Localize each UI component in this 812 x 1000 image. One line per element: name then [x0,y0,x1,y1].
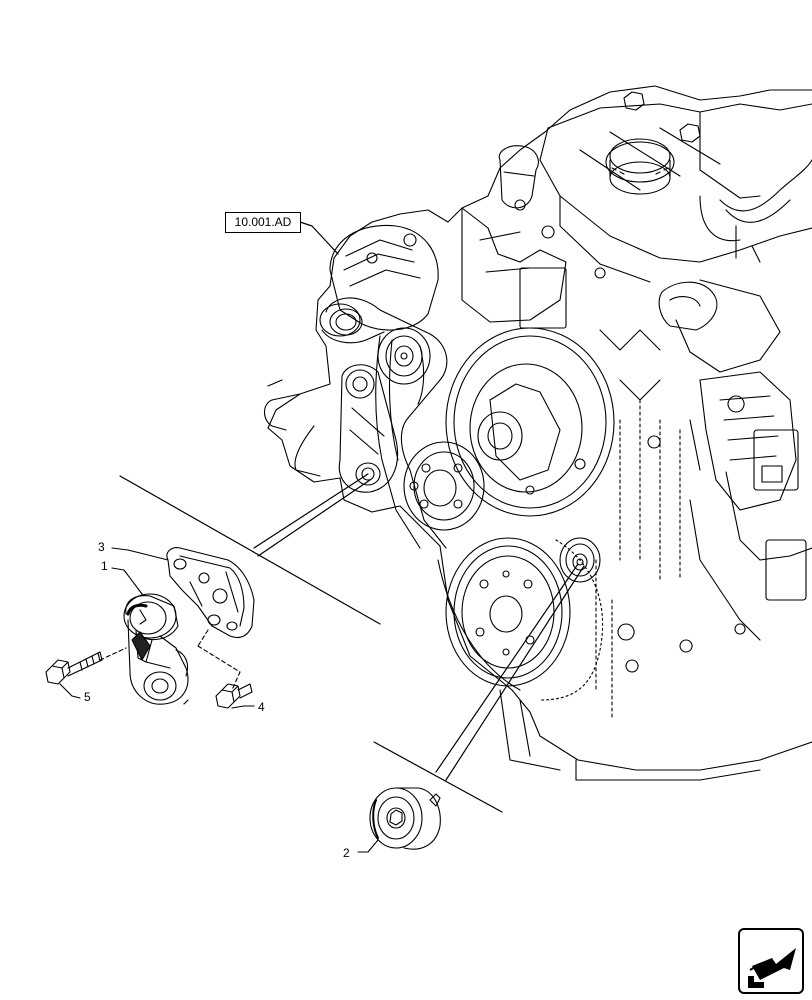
back-navigation-button[interactable] [738,928,804,994]
cover-nut [623,91,701,143]
reference-label-box[interactable]: 10.001.AD [225,212,301,233]
callout-leader-5 [59,683,81,699]
engine-outline [267,85,812,771]
leader-to-idler-a [435,563,579,773]
section-line-lower [373,741,503,813]
part-4-bolt [215,683,253,709]
part-1-belt-tensioner [123,593,189,705]
oil-pan [499,689,761,781]
reference-leader [299,221,339,255]
turbo-housing [675,279,781,373]
assembly-guide-dashed [99,629,241,691]
engine-block-left [461,207,567,323]
leader-lines [119,221,585,813]
part-3-mounting-bracket [166,547,255,639]
callout-leader-1 [111,567,143,595]
engine-block-boss [514,199,606,279]
arrow-back-icon [748,948,796,988]
block-right-dashed [595,399,681,721]
crankshaft-damper [445,327,615,517]
water-pump-pulley [403,441,485,531]
valve-cover [539,103,812,283]
tone-wheel [539,539,604,701]
engine-block-bracket [519,267,567,329]
crank-pulley-lower [445,537,571,687]
alternator [329,224,439,331]
callout-1[interactable]: 1 [101,559,108,573]
tensioner-shadow [126,603,148,616]
serpentine-belt-inner [388,339,425,461]
callout-3[interactable]: 3 [98,540,105,554]
thermostat-housing [498,145,539,209]
ecu-bracket [725,471,812,561]
callout-leader-3 [111,547,169,561]
leader-to-tensioner-b [257,479,371,557]
callout-4[interactable]: 4 [258,700,265,714]
wiring-harness [699,159,812,263]
engine-assembly [263,85,812,781]
callout-leaders [59,547,379,853]
alternator-pulley [319,303,363,337]
callout-leader-4 [231,705,255,709]
injection-pump [699,371,797,511]
callout-2[interactable]: 2 [343,846,350,860]
coolant-outlet-pipe [658,281,718,331]
serpentine-belt [321,297,521,691]
callout-5[interactable]: 5 [84,690,91,704]
ecu-connector [761,465,783,483]
leader-to-idler-b [445,565,585,781]
ecu-module [753,429,799,491]
tensioner-arm-fill [131,631,151,661]
block-bolt-row [617,395,746,673]
coolant-pipe-left [263,379,321,477]
oil-filler-cap [605,138,675,195]
section-line-upper [119,475,381,625]
part-2-idler-pulley [369,787,441,850]
ecu-module-lower [765,539,807,601]
part-5-bolt [45,651,103,685]
block-right-lines [599,329,761,641]
callout-leader-2 [357,839,379,853]
installed-tensioner [338,364,398,493]
idler-pulley-installed [559,537,601,583]
leader-to-tensioner-a [253,473,369,549]
